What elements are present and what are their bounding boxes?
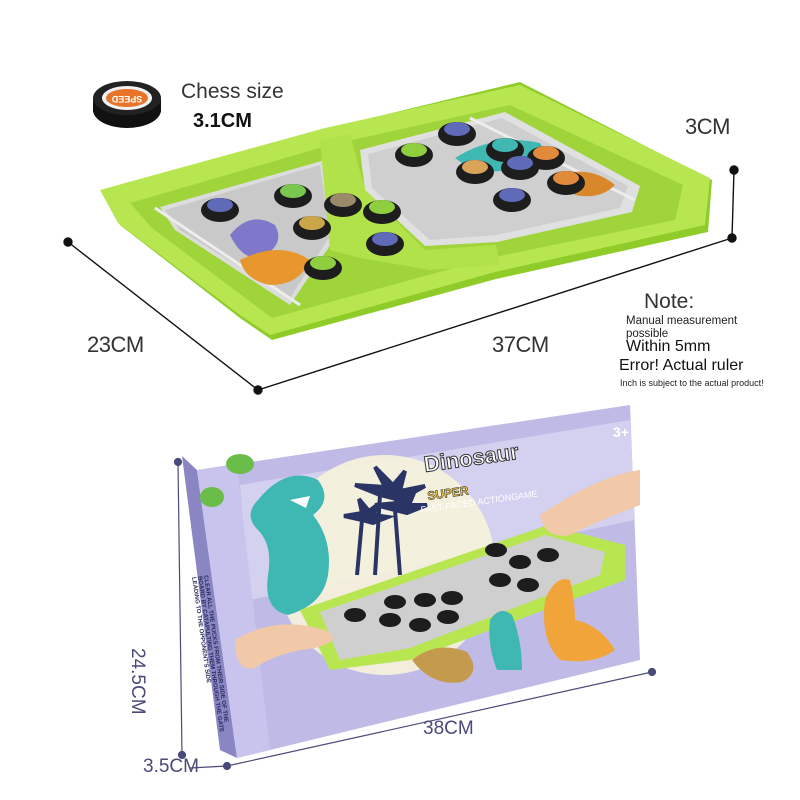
box-height-label: 24.5CM — [127, 648, 148, 715]
note-line-3: Within 5mm — [626, 338, 711, 355]
tray-width-label: 23CM — [87, 332, 144, 357]
box-dimension-lines — [173, 457, 657, 771]
note-line-4: Error! Actual ruler — [619, 357, 744, 374]
svg-text:3+: 3+ — [613, 424, 629, 440]
tray-height-label: 3CM — [685, 114, 730, 139]
chess-size-title: Chess size — [181, 80, 284, 103]
box-length-label: 38CM — [423, 718, 474, 739]
chess-size-value: 3.1CM — [193, 110, 252, 132]
tray-length-label: 37CM — [492, 332, 549, 357]
note-line-5: Inch is subject to the actual product! — [620, 378, 764, 388]
tray-dimension-lines — [63, 165, 739, 395]
game-tray-image — [100, 82, 712, 340]
note-line-2: possible — [626, 328, 669, 340]
note-line-1: Manual measurement — [626, 315, 738, 327]
box-depth-label: 3.5CM — [143, 756, 199, 777]
svg-text:SUPER: SUPER — [426, 483, 469, 503]
note-title: Note: — [644, 290, 695, 313]
game-box-image: Dinosaur SUPER 3+ — [182, 405, 640, 758]
chess-puck-icon: SPEED — [93, 81, 161, 128]
svg-text:SPEED: SPEED — [111, 94, 142, 104]
